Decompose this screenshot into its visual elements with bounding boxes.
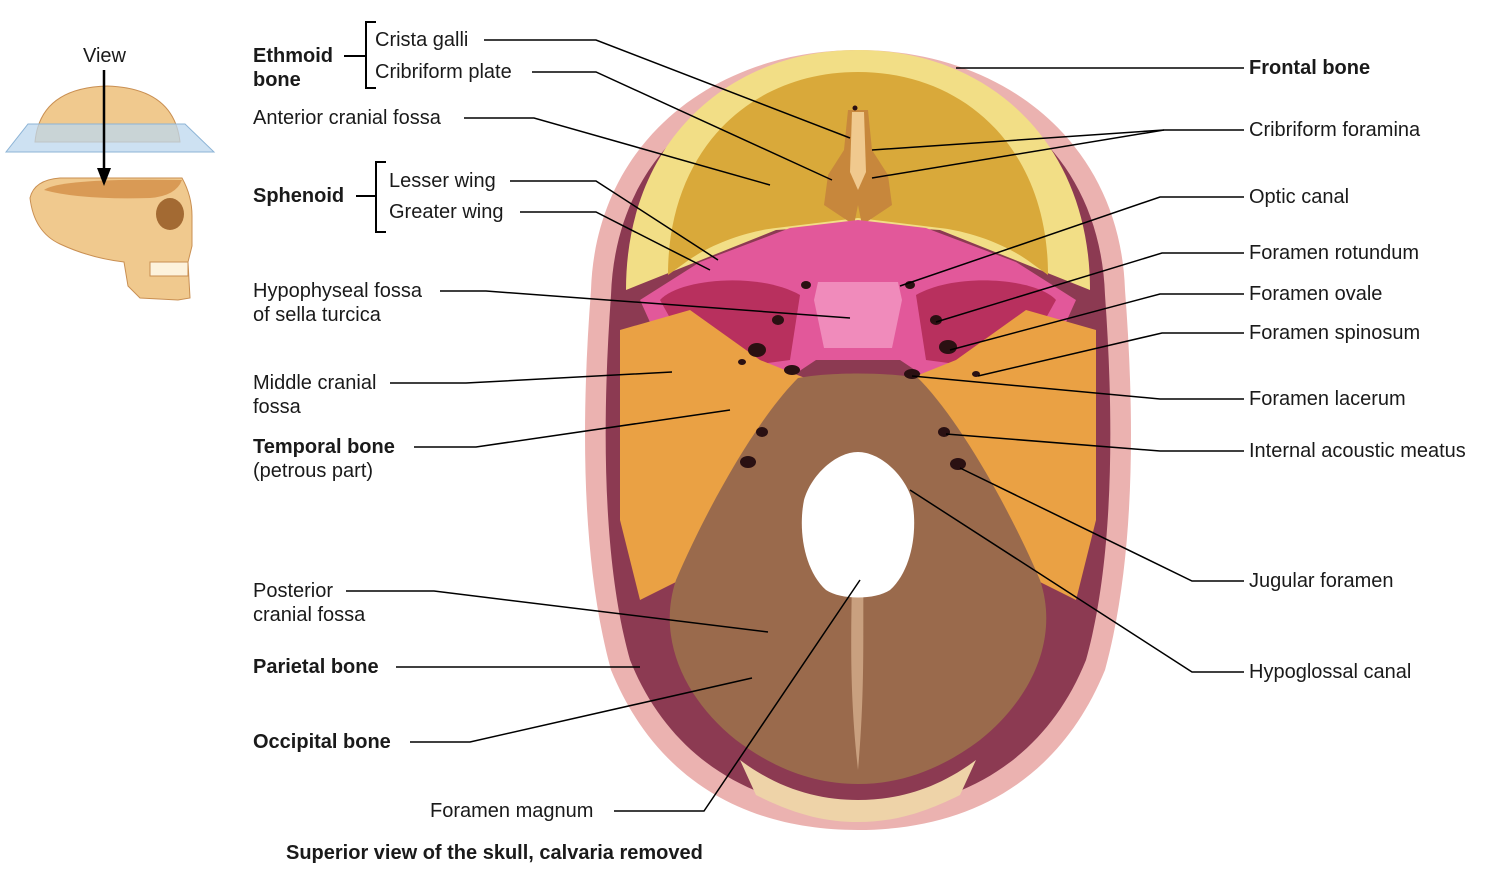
foramen-spinosum-label: Foramen spinosum <box>1249 322 1421 344</box>
left-foramen-spinosum <box>738 359 746 365</box>
ethmoid-line-2: bone <box>253 69 301 91</box>
leader-temporal <box>414 409 731 448</box>
leader-middle-fossa <box>390 371 673 384</box>
foramen-lacerum-label: Foramen lacerum <box>1249 388 1406 410</box>
left-internal-acoustic-meatus <box>756 427 768 437</box>
leader-occipital <box>410 677 753 743</box>
leader-cribriform-foramina-b <box>871 129 1165 179</box>
view-label: View <box>83 45 126 67</box>
brackets <box>344 21 386 233</box>
hypophyseal-line-1: Hypophyseal fossa <box>253 280 422 302</box>
left-foramen-lacerum <box>784 365 800 375</box>
leader-posterior-fossa <box>346 590 769 633</box>
occipital-bottom-rim <box>740 760 976 822</box>
ethmoid-line-1: Ethmoid <box>253 45 333 67</box>
leader-greater-wing <box>520 211 711 271</box>
foramen-ovale-label: Foramen ovale <box>1249 283 1383 305</box>
posterior-fossa-line-2: cranial fossa <box>253 604 366 626</box>
cribriform-dot <box>852 105 858 111</box>
posterior-cranial-fossa-label: Posterior cranial fossa <box>253 579 365 627</box>
temporal-bone-label: Temporal bone <box>253 436 395 458</box>
middle-fossa-line-1: Middle cranial <box>253 372 377 394</box>
right-jugular-foramen <box>950 458 966 470</box>
leader-foramen-lacerum <box>911 375 1244 400</box>
leader-optic-canal <box>899 196 1244 287</box>
left-foramen-rotundum <box>772 315 784 325</box>
left-foramen-ovale <box>748 343 766 357</box>
petrous-part-label: (petrous part) <box>253 460 374 482</box>
hypophyseal-line-2: of sella turcica <box>253 304 381 326</box>
leader-acoustic-meatus <box>945 433 1244 452</box>
greater-wing-label: Greater wing <box>389 201 504 223</box>
right-foramen-rotundum <box>930 315 942 325</box>
foramen-magnum-label: Foramen magnum <box>430 800 594 822</box>
parietal-bone-label: Parietal bone <box>253 656 379 678</box>
orientation-thumbnail <box>4 70 216 301</box>
lesser-wing-label: Lesser wing <box>389 170 496 192</box>
foramina <box>738 105 980 470</box>
skull-opening <box>44 179 182 199</box>
view-arrow-head <box>97 168 111 186</box>
leader-lines <box>346 39 1244 812</box>
leader-foramen-ovale <box>949 293 1244 351</box>
crista-galli-label: Crista galli <box>375 29 469 51</box>
cribriform-plate-label: Cribriform plate <box>375 61 512 83</box>
leader-foramen-magnum <box>614 579 861 812</box>
leader-crista-galli <box>484 39 851 139</box>
middle-fossa-line-2: fossa <box>253 396 301 418</box>
right-internal-acoustic-meatus <box>938 427 950 437</box>
ethmoid-bracket <box>344 21 376 89</box>
orbit <box>156 198 184 230</box>
leader-foramen-rotundum <box>935 252 1244 323</box>
right-foramen-ovale <box>939 340 957 354</box>
jugular-foramen-label: Jugular foramen <box>1249 570 1394 592</box>
cranial-floor <box>585 50 1131 830</box>
sella-turcica <box>814 282 902 348</box>
cribriform-foramina-label: Cribriform foramina <box>1249 119 1421 141</box>
occipital-highlight <box>851 560 864 770</box>
sphenoid-label: Sphenoid <box>253 185 345 207</box>
middle-cranial-fossa-label: Middle cranial fossa <box>253 371 376 419</box>
occipital-bone-label: Occipital bone <box>253 731 391 753</box>
sphenoid-bracket <box>356 161 386 233</box>
right-foramen-lacerum <box>904 369 920 379</box>
anterior-cranial-fossa-label: Anterior cranial fossa <box>253 107 441 129</box>
foramen-magnum <box>801 452 915 598</box>
cut-plane <box>4 123 216 153</box>
right-temporal-bone <box>906 310 1096 600</box>
left-temporal-bone <box>620 310 810 600</box>
leader-jugular <box>959 467 1244 582</box>
left-optic-canal <box>801 281 811 289</box>
leader-anterior-fossa <box>464 117 771 186</box>
frontal-bone-label: Frontal bone <box>1249 57 1371 79</box>
crista-galli <box>850 112 866 190</box>
leader-foramen-spinosum <box>977 332 1244 377</box>
leader-cribriform-plate <box>532 71 833 181</box>
foramen-rotundum-label: Foramen rotundum <box>1249 242 1420 264</box>
teeth <box>149 261 189 277</box>
internal-acoustic-meatus-label: Internal acoustic meatus <box>1249 440 1466 462</box>
hypophyseal-fossa-label: Hypophyseal fossa of sella turcica <box>253 279 422 327</box>
left-jugular-foramen <box>740 456 756 468</box>
leader-lesser-wing <box>510 180 719 261</box>
leader-hypoglossal <box>909 489 1244 673</box>
figure-caption: Superior view of the skull, calvaria rem… <box>286 842 703 864</box>
optic-canal-label: Optic canal <box>1249 186 1350 208</box>
leader-hypophyseal <box>440 290 851 319</box>
hypoglossal-canal-label: Hypoglossal canal <box>1249 661 1412 683</box>
posterior-fossa-line-1: Posterior <box>253 580 334 602</box>
ethmoid-bone-label: Ethmoid bone <box>253 44 333 92</box>
